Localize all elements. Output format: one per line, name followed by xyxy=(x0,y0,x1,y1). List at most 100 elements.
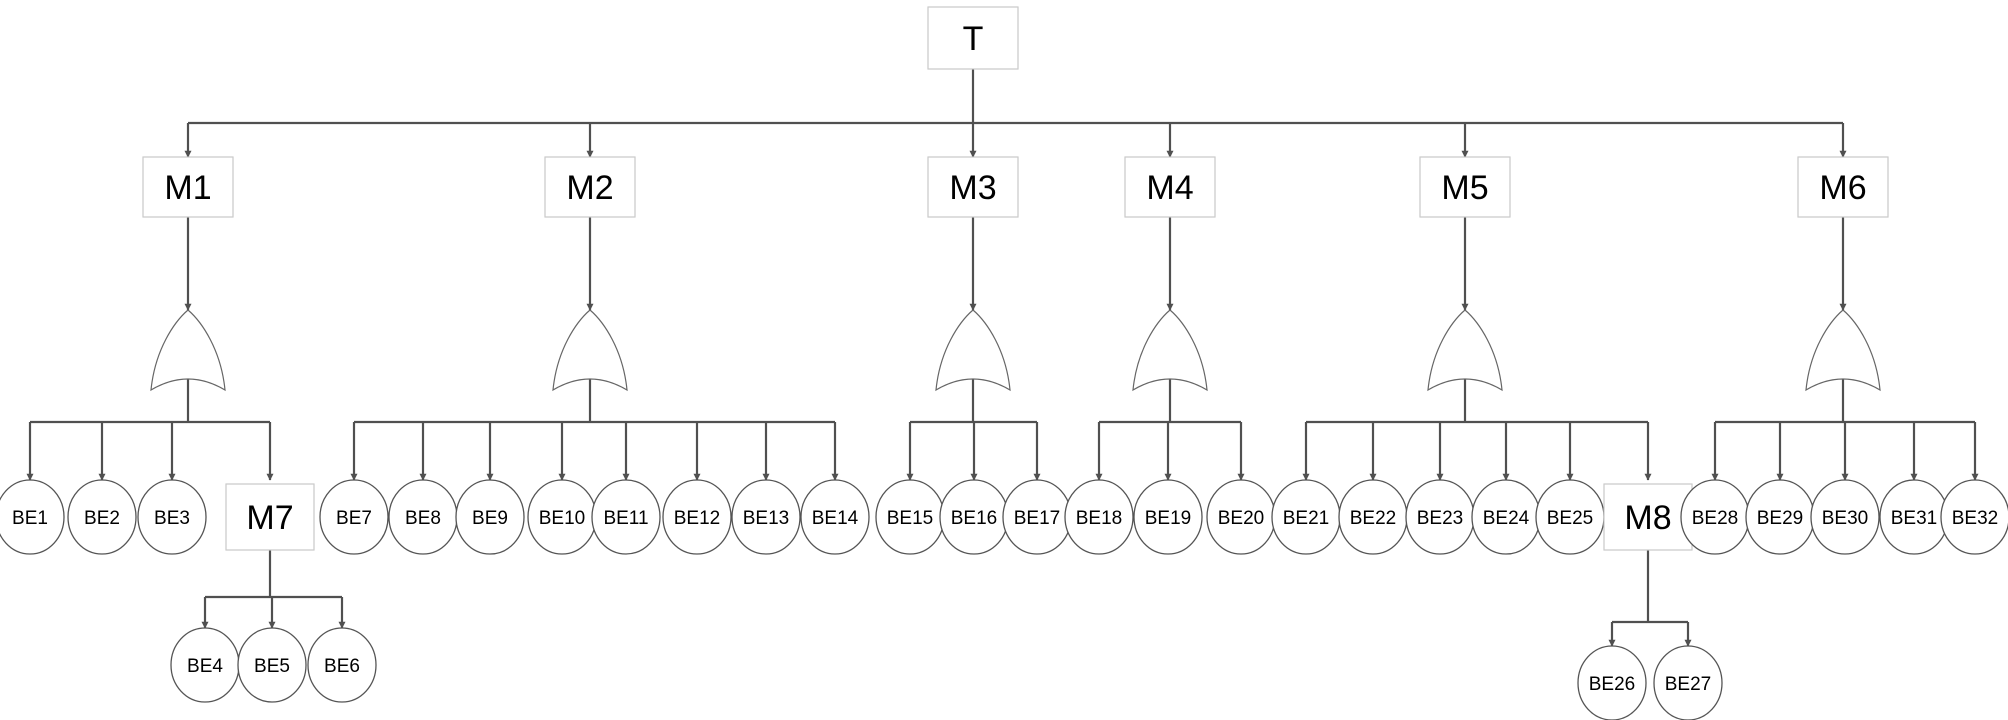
basic-event-BE6-label: BE6 xyxy=(324,656,360,677)
basic-event-BE10-label: BE10 xyxy=(539,508,585,529)
basic-event-BE5-label: BE5 xyxy=(254,656,290,677)
basic-event-BE13: BE13 xyxy=(731,479,801,555)
basic-event-BE1: BE1 xyxy=(0,479,65,555)
basic-event-BE8-label: BE8 xyxy=(405,508,441,529)
basic-event-BE31-label: BE31 xyxy=(1891,508,1937,529)
intermediate-M1-label: M1 xyxy=(164,169,211,207)
basic-event-BE18: BE18 xyxy=(1064,479,1134,555)
basic-event-BE23-label: BE23 xyxy=(1417,508,1463,529)
basic-event-BE19-circle xyxy=(1133,479,1203,555)
basic-event-BE28: BE28 xyxy=(1680,479,1750,555)
basic-event-BE7-circle xyxy=(319,479,389,555)
basic-event-BE15-label: BE15 xyxy=(887,508,933,529)
intermediate-M2-box xyxy=(544,156,636,218)
basic-event-BE27-circle xyxy=(1653,645,1723,720)
basic-event-BE17: BE17 xyxy=(1002,479,1072,555)
intermediate-M6-box xyxy=(1797,156,1889,218)
basic-event-BE11-label: BE11 xyxy=(603,508,648,529)
basic-event-BE22: BE22 xyxy=(1338,479,1408,555)
basic-event-BE8: BE8 xyxy=(388,479,458,555)
intermediate-M1: M1 xyxy=(142,156,234,218)
basic-event-BE10: BE10 xyxy=(527,479,597,555)
basic-event-BE23: BE23 xyxy=(1405,479,1475,555)
basic-event-BE4: BE4 xyxy=(170,627,240,703)
basic-event-BE22-label: BE22 xyxy=(1350,508,1396,529)
intermediate-M1-box xyxy=(142,156,234,218)
intermediate-M5: M5 xyxy=(1419,156,1511,218)
basic-event-BE1-label: BE1 xyxy=(12,508,48,529)
basic-event-BE4-label: BE4 xyxy=(187,656,223,677)
basic-event-BE1-circle xyxy=(0,479,65,555)
intermediate-M7-box xyxy=(225,483,315,551)
intermediate-M8-label: M8 xyxy=(1624,499,1671,537)
basic-event-BE7: BE7 xyxy=(319,479,389,555)
intermediate-M7: M7 xyxy=(225,483,315,551)
basic-event-BE13-label: BE13 xyxy=(743,508,789,529)
intermediate-M4-box xyxy=(1124,156,1216,218)
basic-event-BE27: BE27 xyxy=(1653,645,1723,720)
basic-event-BE7-label: BE7 xyxy=(336,508,372,529)
basic-event-BE3-circle xyxy=(137,479,207,555)
basic-event-BE21-label: BE21 xyxy=(1283,508,1329,529)
basic-event-BE27-label: BE27 xyxy=(1665,674,1711,695)
basic-event-BE32-circle xyxy=(1940,479,2008,555)
basic-event-BE9: BE9 xyxy=(455,479,525,555)
or-gate-M5 xyxy=(1427,309,1503,392)
intermediate-M6-label: M6 xyxy=(1819,169,1866,207)
basic-event-BE17-label: BE17 xyxy=(1014,508,1060,529)
basic-event-BE16: BE16 xyxy=(939,479,1009,555)
basic-event-BE18-label: BE18 xyxy=(1076,508,1122,529)
basic-event-BE20: BE20 xyxy=(1206,479,1276,555)
top-event-T-label: T xyxy=(963,20,984,58)
intermediate-M3: M3 xyxy=(927,156,1019,218)
basic-event-BE11: BE11 xyxy=(591,479,661,555)
intermediate-M3-box xyxy=(927,156,1019,218)
or-gate-M3 xyxy=(935,309,1011,392)
or-gate-M6 xyxy=(1805,309,1881,392)
basic-event-BE9-circle xyxy=(455,479,525,555)
basic-event-BE26-circle xyxy=(1577,645,1647,720)
intermediate-M4-label: M4 xyxy=(1146,169,1193,207)
basic-event-BE26-label: BE26 xyxy=(1589,674,1635,695)
basic-event-BE32: BE32 xyxy=(1940,479,2008,555)
basic-event-BE14-label: BE14 xyxy=(812,508,859,529)
basic-event-BE2-label: BE2 xyxy=(84,508,120,529)
basic-event-BE12-label: BE12 xyxy=(674,508,720,529)
basic-event-BE26: BE26 xyxy=(1577,645,1647,720)
basic-event-BE2: BE2 xyxy=(67,479,137,555)
basic-event-BE11-circle xyxy=(591,479,661,555)
basic-event-BE3: BE3 xyxy=(137,479,207,555)
basic-event-BE5: BE5 xyxy=(237,627,307,703)
intermediate-M4: M4 xyxy=(1124,156,1216,218)
or-gate-M2 xyxy=(552,309,628,392)
connector-lines xyxy=(26,69,1979,647)
basic-event-BE2-circle xyxy=(67,479,137,555)
basic-event-BE9-label: BE9 xyxy=(472,508,508,529)
basic-event-BE5-circle xyxy=(237,627,307,703)
basic-event-BE30-circle xyxy=(1810,479,1880,555)
basic-event-BE14-circle xyxy=(800,479,870,555)
intermediate-M8: M8 xyxy=(1603,483,1693,551)
basic-event-BE13-circle xyxy=(731,479,801,555)
intermediate-M8-box xyxy=(1603,483,1693,551)
basic-event-BE19: BE19 xyxy=(1133,479,1203,555)
intermediate-M5-box xyxy=(1419,156,1511,218)
basic-event-BE28-label: BE28 xyxy=(1692,508,1738,529)
or-gate-M4 xyxy=(1132,309,1208,392)
basic-event-BE6: BE6 xyxy=(307,627,377,703)
basic-event-BE14: BE14 xyxy=(800,479,870,555)
intermediate-M3-label: M3 xyxy=(949,169,996,207)
basic-event-BE21: BE21 xyxy=(1271,479,1341,555)
basic-event-BE15: BE15 xyxy=(875,479,945,555)
basic-event-BE12-circle xyxy=(662,479,732,555)
basic-event-BE25: BE25 xyxy=(1535,479,1605,555)
intermediate-M2: M2 xyxy=(544,156,636,218)
basic-event-BE24-label: BE24 xyxy=(1483,508,1530,529)
or-gate-M1 xyxy=(150,309,226,392)
basic-event-BE18-circle xyxy=(1064,479,1134,555)
top-event-T-box xyxy=(927,6,1019,70)
basic-event-BE19-label: BE19 xyxy=(1145,508,1191,529)
top-event-T: T xyxy=(927,6,1019,70)
